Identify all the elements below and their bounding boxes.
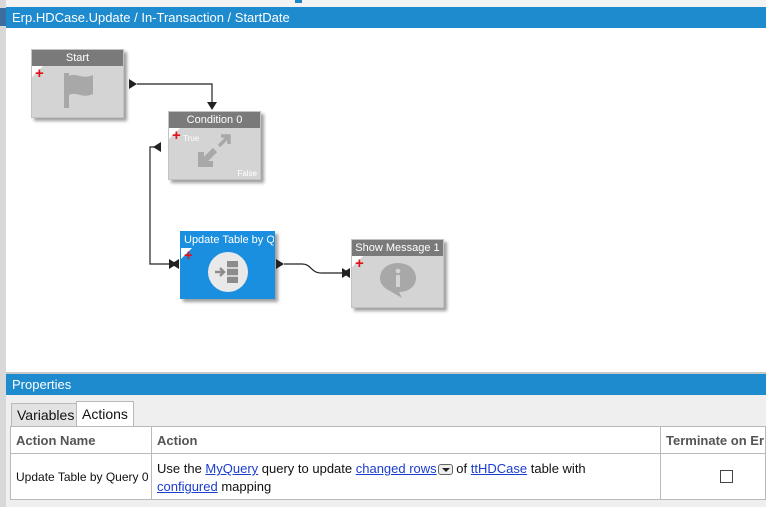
node-update-table[interactable]: Update Table by Q + <box>180 231 275 299</box>
arrows-icon <box>197 134 231 167</box>
query-link[interactable]: MyQuery <box>205 461 259 476</box>
action-name-cell[interactable]: Update Table by Query 0 <box>11 454 152 500</box>
node-message-title: Show Message 1 <box>352 240 443 256</box>
action-description-cell[interactable]: Use the MyQuery query to update changed … <box>152 454 661 500</box>
tab-variables[interactable]: Variables <box>11 403 81 426</box>
column-header-action-name[interactable]: Action Name <box>11 427 152 454</box>
left-edge <box>0 0 6 507</box>
output-port[interactable] <box>129 79 137 89</box>
arrowhead-condition <box>207 102 217 110</box>
node-corner <box>352 256 363 267</box>
input-port[interactable] <box>342 268 350 278</box>
input-port[interactable] <box>171 259 179 269</box>
top-strip <box>6 0 766 7</box>
workflow-canvas[interactable]: Start + Condition 0 + True False Update … <box>6 28 766 372</box>
add-icon[interactable]: + <box>355 255 364 272</box>
rows-mode-link[interactable]: changed rows <box>355 461 437 476</box>
node-start-title: Start <box>32 50 123 66</box>
add-icon[interactable]: + <box>184 247 193 264</box>
add-icon[interactable]: + <box>172 127 181 144</box>
desc-text: of <box>452 461 471 476</box>
properties-header: Properties <box>6 374 766 395</box>
desc-text: query to update <box>258 461 356 476</box>
false-branch-label: False <box>237 169 257 178</box>
left-edge-marker <box>0 8 6 26</box>
output-port[interactable] <box>276 259 284 269</box>
node-condition[interactable]: Condition 0 + True False <box>168 111 261 180</box>
node-start[interactable]: Start + <box>31 49 124 118</box>
connector-condition-update <box>149 146 169 265</box>
actions-grid: Action Name Action Terminate on Er Updat… <box>10 426 766 500</box>
window-title: Erp.HDCase.Update / In-Transaction / Sta… <box>6 7 766 28</box>
panel-splitter[interactable] <box>6 372 766 374</box>
tab-actions[interactable]: Actions <box>76 401 134 427</box>
node-show-message[interactable]: Show Message 1 + <box>351 239 444 308</box>
rows-mode-dropdown-icon[interactable] <box>437 464 453 476</box>
properties-panel: Variables Actions Action Name Action Ter… <box>6 395 766 507</box>
table-update-icon <box>207 252 248 292</box>
node-corner <box>32 66 43 77</box>
top-notch <box>295 0 302 3</box>
true-branch-label: True <box>183 134 200 143</box>
node-corner <box>169 128 180 139</box>
condition-true-port[interactable] <box>153 142 161 152</box>
node-update-title: Update Table by Q <box>181 232 274 248</box>
info-bubble-icon <box>379 263 416 298</box>
node-condition-title: Condition 0 <box>169 112 260 128</box>
table-link[interactable]: ttHDCase <box>470 461 528 476</box>
column-header-action[interactable]: Action <box>152 427 661 454</box>
desc-text: Use the <box>157 461 206 476</box>
desc-text: mapping <box>217 479 272 494</box>
column-header-terminate[interactable]: Terminate on Er <box>661 427 765 454</box>
connector-start-condition <box>137 83 213 102</box>
mapping-link[interactable]: configured <box>157 479 218 494</box>
desc-text: table with <box>527 461 586 476</box>
flag-icon <box>63 73 93 108</box>
connector-update-message <box>284 263 342 274</box>
terminate-cell <box>661 454 765 500</box>
add-icon[interactable]: + <box>35 65 44 82</box>
node-corner <box>181 248 192 259</box>
terminate-on-error-checkbox[interactable] <box>720 470 733 483</box>
